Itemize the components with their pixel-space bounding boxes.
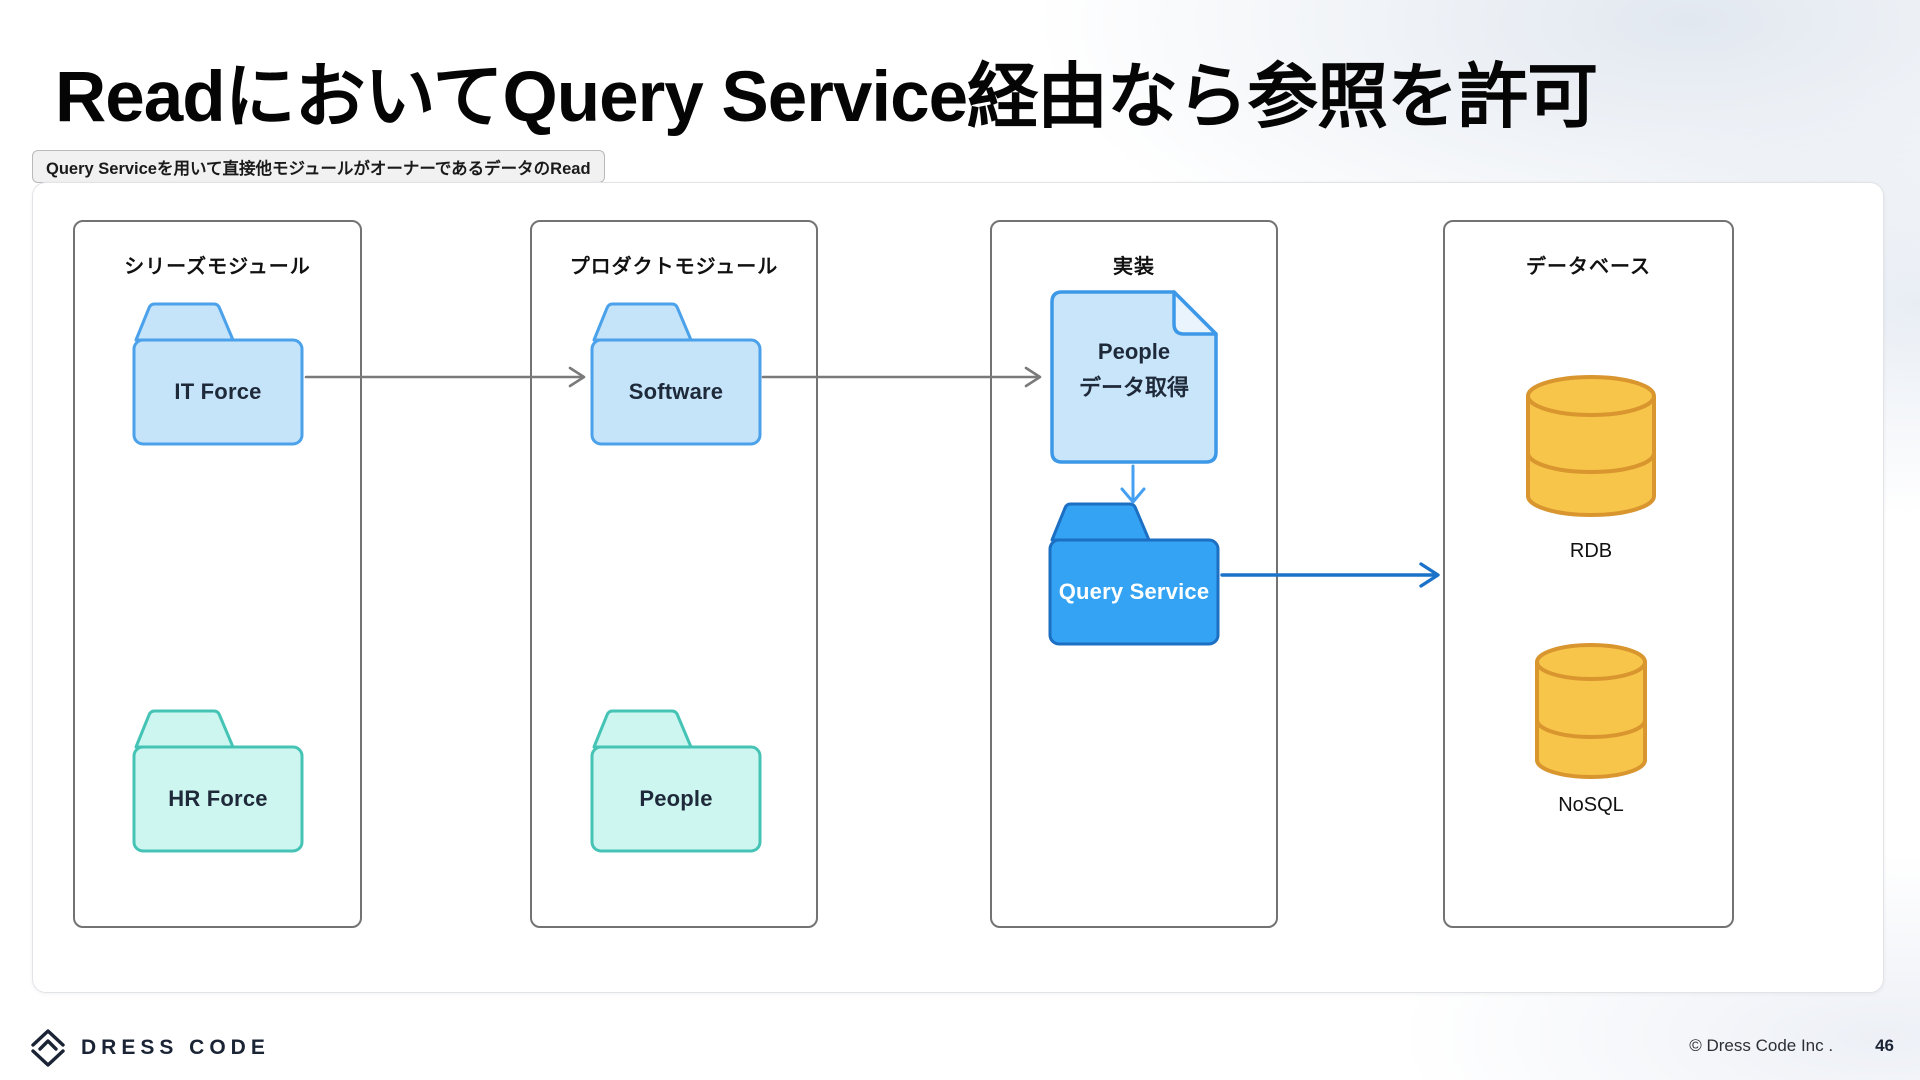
folder-icon: [132, 302, 304, 446]
folder-icon: [132, 709, 304, 853]
subtitle-badge: Query Serviceを用いて直接他モジュールがオーナーであるデータのRea…: [32, 150, 605, 183]
footer-logo-text: DRESS CODE: [81, 1036, 270, 1059]
dress-code-logo-icon: [31, 1029, 65, 1067]
folder-icon: [590, 302, 762, 446]
column-series-header: シリーズモジュール: [124, 256, 311, 278]
node-nosql: [1534, 641, 1648, 781]
footer-page-number: 46: [1875, 1036, 1894, 1055]
document-icon: [1050, 290, 1218, 464]
node-query-service: Query Service: [1046, 500, 1222, 648]
node-nosql-label: NoSQL: [1558, 794, 1624, 816]
node-software-label: Software: [628, 379, 724, 404]
page-title: ReadにおいてQuery Service経由なら参照を許可: [55, 58, 1598, 137]
column-database-header: データベース: [1526, 256, 1651, 278]
folder-icon: [590, 709, 762, 853]
doc-label-line2: データ取得: [1078, 375, 1189, 400]
node-software: Software: [588, 300, 764, 448]
column-product-header: プロダクトモジュール: [569, 256, 779, 278]
node-people-fetch-doc: People データ取得: [1048, 288, 1220, 466]
footer-logo: DRESS CODE: [28, 1028, 270, 1068]
database-cylinder-icon: [1526, 375, 1656, 517]
node-query-service-label: Query Service: [1058, 579, 1210, 604]
column-database: データベース: [1443, 220, 1734, 928]
node-rdb: [1524, 373, 1658, 519]
node-it-force-label: IT Force: [174, 379, 262, 404]
node-hr-force: HR Force: [130, 707, 306, 855]
database-cylinder-icon: [1535, 643, 1647, 779]
node-hr-force-label: HR Force: [168, 786, 268, 811]
column-implementation-header: 実装: [1113, 256, 1155, 278]
node-people-fetch-doc-label: People データ取得: [1048, 334, 1220, 406]
node-people: People: [588, 707, 764, 855]
node-it-force: IT Force: [130, 300, 306, 448]
footer-copyright: © Dress Code Inc .: [1689, 1036, 1834, 1055]
node-rdb-label: RDB: [1569, 540, 1613, 562]
folder-icon: [1048, 502, 1220, 646]
footer-meta: © Dress Code Inc . 46: [1689, 1036, 1894, 1056]
doc-label-line1: People: [1097, 339, 1171, 364]
node-people-label: People: [639, 786, 713, 811]
